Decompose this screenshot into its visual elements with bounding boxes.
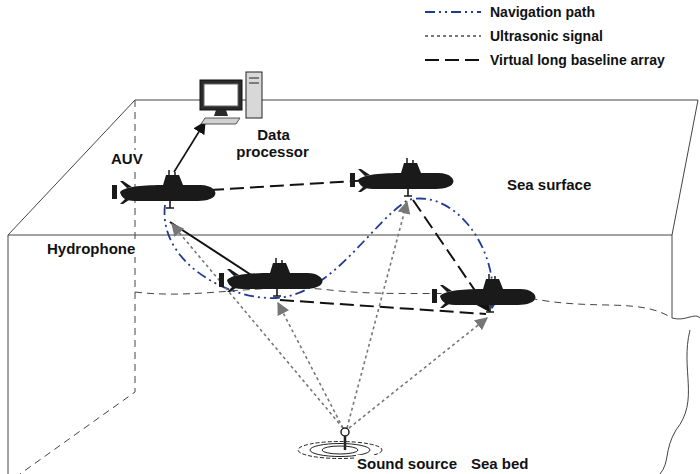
legend-text: Navigation path <box>490 4 595 20</box>
legend-sample <box>424 30 482 42</box>
baseline-legend: Virtual long baseline array <box>424 52 665 68</box>
ultrasonic-signals <box>172 202 487 428</box>
legend-line <box>425 11 481 13</box>
label-text: Data processor <box>236 126 310 160</box>
label-text: Sea surface <box>506 176 592 193</box>
auv-silhouette <box>112 170 215 208</box>
source-label: Sound source <box>356 455 458 472</box>
signal-legend: Ultrasonic signal <box>424 28 603 44</box>
legend-text: Virtual long baseline array <box>490 52 665 68</box>
baseline-lines <box>170 180 489 314</box>
label-text: Sea bed <box>470 455 530 472</box>
auv-silhouette <box>219 258 322 296</box>
label-text: Hydrophone <box>46 240 136 257</box>
legend-line <box>425 59 481 61</box>
auv-silhouette <box>432 274 535 312</box>
label-text: AUV <box>110 150 144 167</box>
legend-sample <box>424 54 482 66</box>
auv-label: AUV <box>110 150 144 167</box>
part-label: Hydrophone <box>46 240 136 257</box>
legend-text: Ultrasonic signal <box>490 28 603 44</box>
legend-sample <box>424 6 482 18</box>
navigation-path <box>165 198 493 308</box>
region-label: Sea bed <box>470 455 530 472</box>
auv-silhouette <box>350 158 453 196</box>
sea-box <box>8 100 700 474</box>
sound-source-symbol <box>298 428 382 459</box>
region-label: Sea surface <box>506 176 592 193</box>
label-text: Sound source <box>356 455 458 472</box>
device-label: Data processor <box>232 126 314 161</box>
legend-line <box>425 35 481 37</box>
navigation-legend: Navigation path <box>424 4 595 20</box>
